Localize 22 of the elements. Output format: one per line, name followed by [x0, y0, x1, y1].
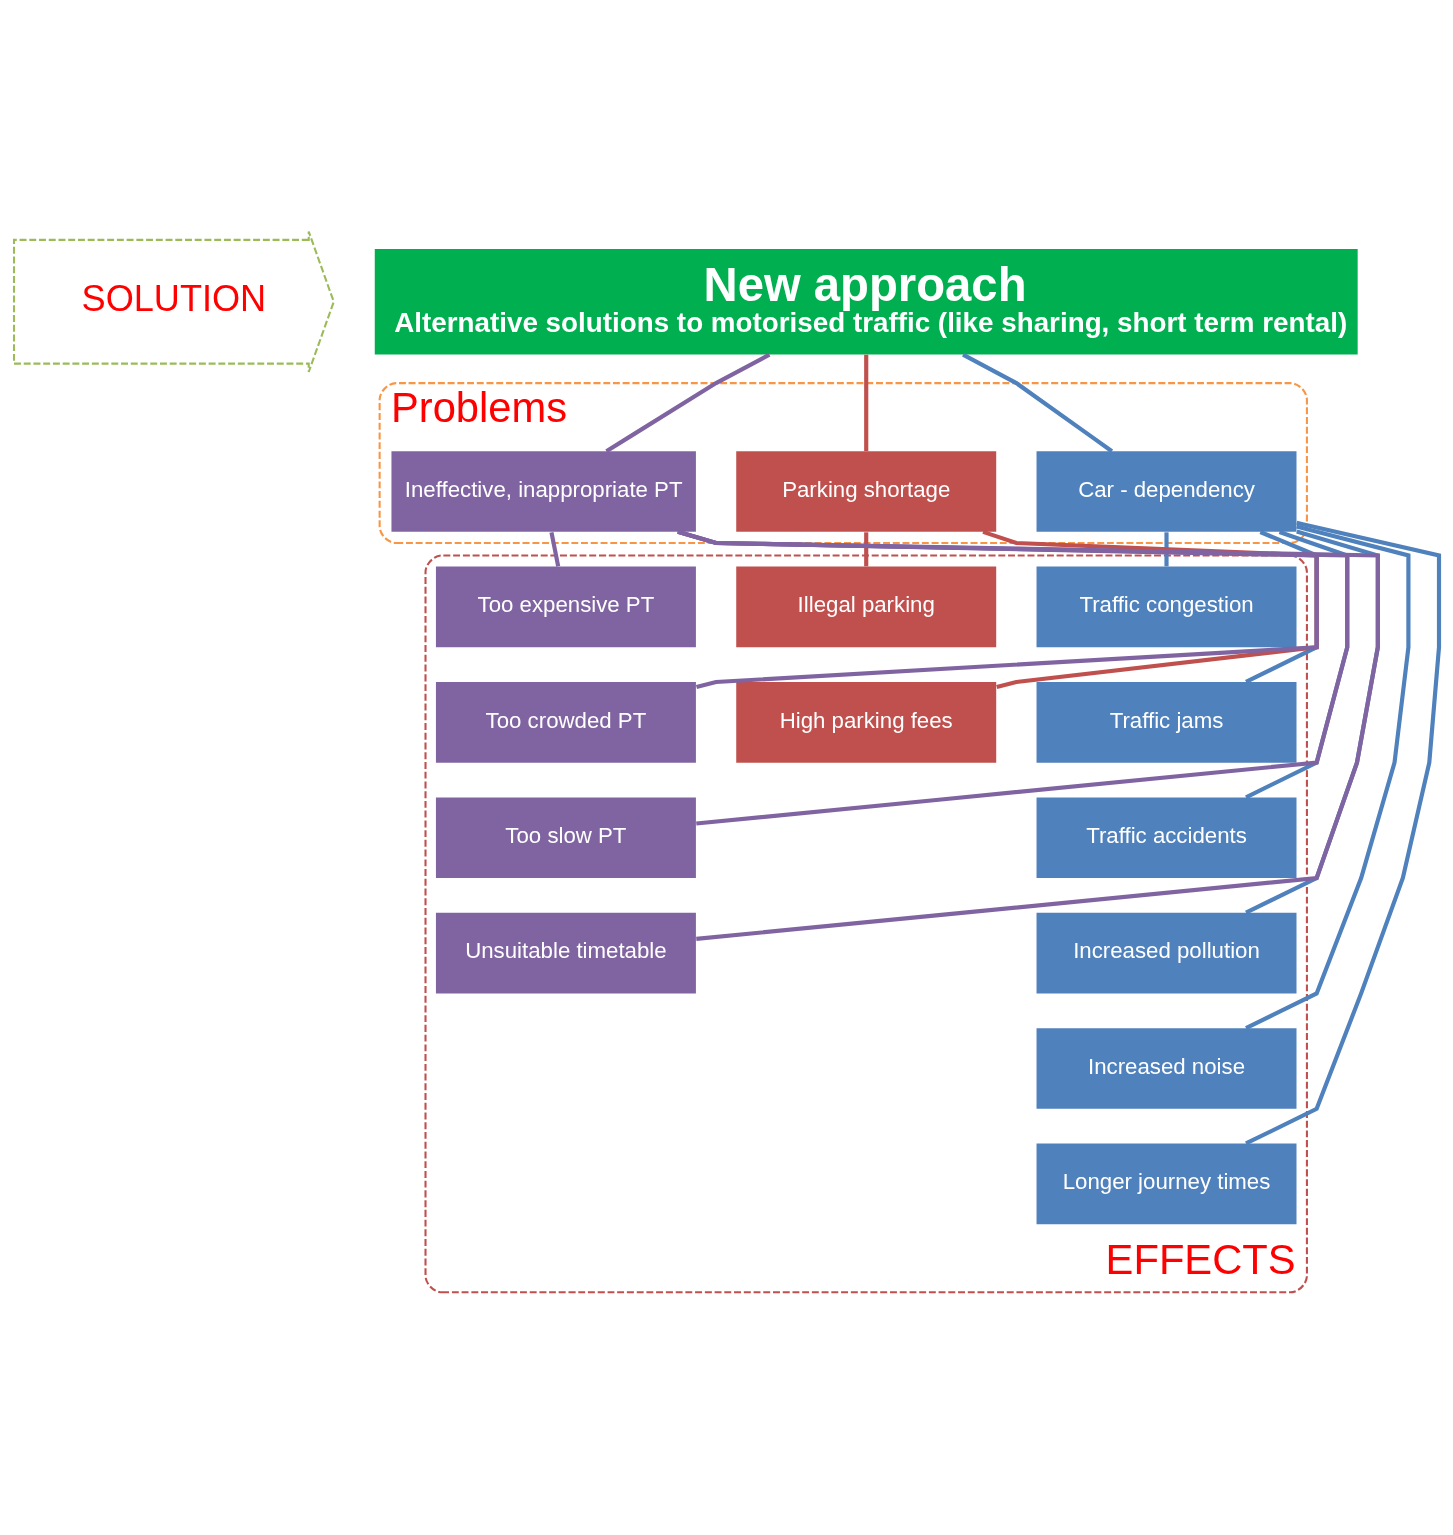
node-box: Parking shortage	[736, 451, 997, 532]
node-box: Illegal parking	[736, 566, 997, 648]
connector	[962, 352, 1114, 453]
node-box: Increased noise	[1036, 1028, 1297, 1109]
node-box: Traffic accidents	[1036, 797, 1297, 878]
connector	[549, 531, 561, 567]
node-box: Longer journey times	[1036, 1143, 1297, 1225]
node-box: Unsuitable timetable	[435, 912, 696, 994]
connector	[605, 352, 771, 453]
node-box: Traffic jams	[1036, 682, 1297, 763]
connector	[1164, 532, 1169, 567]
node-box: Ineffective, inappropriate PT	[391, 451, 696, 532]
connector	[864, 354, 869, 452]
node-box: Traffic congestion	[1036, 566, 1297, 648]
node-box: Car - dependency	[1036, 451, 1297, 532]
connector	[864, 532, 869, 567]
node-box: Too slow PT	[435, 797, 696, 878]
node-box: High parking fees	[736, 682, 997, 763]
node-box: New approach Alternative solutions to motorised traffic (like sharing, short term rental)	[374, 248, 1358, 355]
node-box: Too expensive PT	[435, 566, 696, 648]
node-box: Increased pollution	[1036, 912, 1297, 994]
node-box: Too crowded PT	[435, 682, 696, 763]
